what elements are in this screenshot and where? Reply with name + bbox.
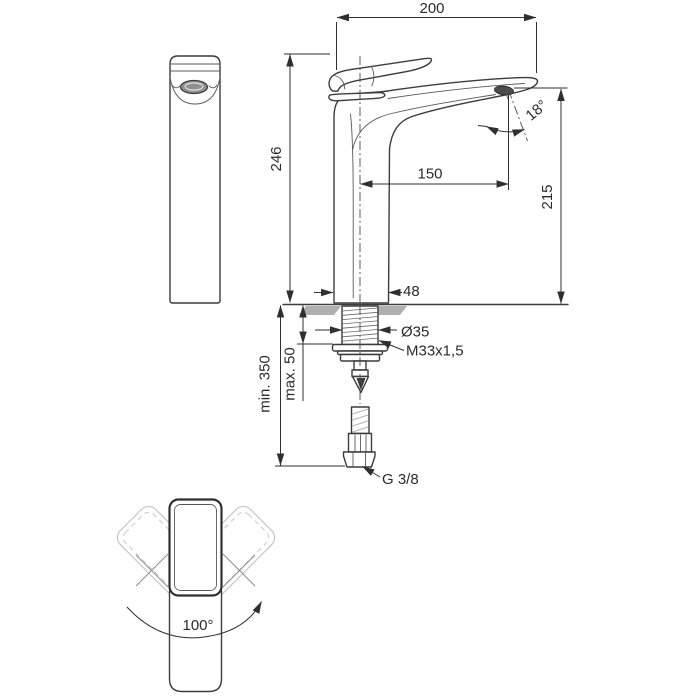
- dim-label-mounting-thread: M33x1,5: [406, 343, 464, 360]
- angle-arc: [486, 126, 525, 137]
- dim-label-spout-width: 200: [419, 0, 444, 17]
- aerator-outlet: [494, 85, 514, 96]
- dim-label-spout-reach: 150: [417, 166, 442, 183]
- dim-label-total-height: 246: [268, 146, 285, 171]
- lever-knob-line: [334, 75, 346, 90]
- thread-hatch-line: [342, 337, 378, 342]
- dim-label-spout-angle: 18°: [523, 97, 551, 125]
- angle-reference-line: [508, 89, 528, 142]
- dimension-spout-width-200: 200: [336, 0, 537, 73]
- body-front-face-line: [350, 113, 354, 299]
- dimension-min-hose-350: min. 350: [257, 305, 345, 467]
- dimension-base-depth-48: 48: [314, 283, 420, 300]
- front-lever-hook-right: [208, 84, 218, 89]
- angle-arc-tail: [477, 125, 488, 127]
- braid-line: [352, 408, 369, 415]
- front-lever-arc: [169, 76, 221, 105]
- handle-cap: [328, 91, 386, 102]
- hex-connection-nut: [342, 451, 376, 468]
- mounting-deck: [282, 303, 569, 315]
- hose-crimp-collar: [347, 432, 373, 453]
- top-view: [116, 498, 276, 693]
- dimension-hole-diameter-35: Ø35: [315, 324, 429, 341]
- top-view-handle-inner: [174, 504, 217, 591]
- front-handle-grip-highlight: [184, 82, 204, 91]
- label-supply-connection: G 3/8: [362, 466, 419, 488]
- dimension-spout-reach-150: 150: [360, 95, 509, 190]
- dim-label-supply-connection: G 3/8: [382, 471, 419, 488]
- braid-line: [352, 420, 369, 427]
- top-view-body: [168, 590, 223, 693]
- braid-line: [352, 426, 369, 433]
- top-view-handle: [168, 498, 223, 597]
- dim-label-swivel-angle: 100°: [182, 617, 213, 634]
- leader-line: [362, 466, 381, 478]
- lever-facet-line: [371, 66, 375, 87]
- side-view: [328, 56, 539, 304]
- dimension-swivel-angle-100: 100°: [126, 601, 262, 639]
- below-deck-assembly: [331, 305, 389, 404]
- side-lever-handle: [328, 57, 433, 92]
- ghost-centerline-mark: [222, 553, 256, 587]
- swivel-arc: [126, 601, 262, 639]
- ghost-centerline-mark: [135, 554, 169, 588]
- hose-upper-tip-shade: [356, 378, 366, 391]
- aerator-tick: [506, 94, 509, 100]
- dim-label-max-deck: max. 50: [282, 347, 299, 400]
- dimension-total-height-246: 246: [268, 53, 330, 303]
- dimension-outlet-height-215: 215: [514, 87, 568, 304]
- label-mounting-thread: M33x1,5: [378, 340, 464, 360]
- braid-line: [352, 414, 369, 421]
- dim-label-outlet-height: 215: [539, 184, 556, 209]
- ghost-centerline-mark: [135, 553, 169, 587]
- side-body-and-spout: [333, 76, 539, 304]
- spout-underside-crease: [352, 94, 496, 151]
- front-view-body: [169, 55, 221, 304]
- thread-hatch-line: [342, 320, 378, 325]
- dimension-max-deck-50: max. 50: [282, 305, 333, 401]
- deck-section-right: [372, 306, 407, 315]
- dim-label-min-hose: min. 350: [257, 355, 274, 413]
- deck-section-left: [299, 306, 341, 315]
- front-lever-hook-left: [171, 84, 181, 89]
- supply-hose: [342, 406, 376, 468]
- leader-line: [378, 340, 405, 351]
- dim-label-base-depth: 48: [403, 283, 420, 300]
- front-view: [169, 55, 221, 304]
- spout-top-highlight: [387, 83, 525, 99]
- ghost-centerline-mark: [222, 554, 256, 588]
- dim-label-hole-diameter: Ø35: [401, 324, 429, 341]
